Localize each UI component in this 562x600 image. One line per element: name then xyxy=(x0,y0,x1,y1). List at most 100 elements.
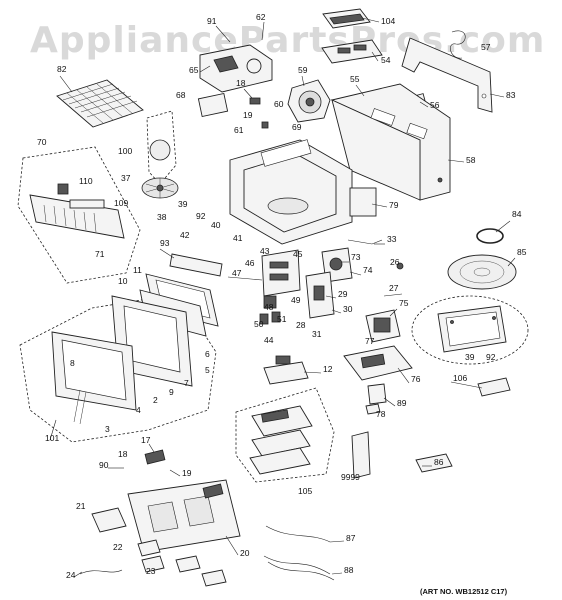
callout-label-58: 58 xyxy=(466,155,476,165)
part-33-wire xyxy=(347,239,383,245)
stirrer-fan xyxy=(141,177,179,199)
callout-label-84: 84 xyxy=(512,209,522,219)
outer-case xyxy=(330,83,451,201)
callout-label-3: 3 xyxy=(105,424,110,434)
callout-label-20: 20 xyxy=(240,548,250,558)
oven-cavity-chassis xyxy=(229,139,377,245)
part-23b-lens xyxy=(201,569,227,587)
part-50-switch xyxy=(259,313,269,325)
stirrer-cover xyxy=(149,139,171,161)
callout-label-18: 18 xyxy=(236,78,246,88)
callout-label-8: 8 xyxy=(70,358,75,368)
part-22-lens xyxy=(137,539,161,557)
base-plate-76 xyxy=(343,345,413,415)
callout-label-68: 68 xyxy=(176,90,186,100)
callout-label-75: 75 xyxy=(399,298,409,308)
callout-label-73: 73 xyxy=(351,252,361,262)
callout-label-40: 40 xyxy=(211,220,221,230)
door-panel xyxy=(51,295,193,425)
callout-label-43: 43 xyxy=(260,246,270,256)
callout-label-26: 26 xyxy=(390,257,400,267)
callout-label-86: 86 xyxy=(434,457,444,467)
callout-label-7: 7 xyxy=(184,378,189,388)
harness-87 xyxy=(265,525,331,543)
callout-label-93: 93 xyxy=(160,238,170,248)
callout-label-100: 100 xyxy=(118,146,132,156)
grille-group-outline xyxy=(17,146,141,284)
control-panel-12 xyxy=(263,355,309,385)
callout-label-44: 44 xyxy=(264,335,274,345)
callout-label-55: 55 xyxy=(350,74,360,84)
part-27-pin xyxy=(383,293,403,297)
callout-label-109: 109 xyxy=(114,198,128,208)
callout-label-59: 59 xyxy=(298,65,308,75)
literature-9999 xyxy=(351,431,371,479)
callout-label-88: 88 xyxy=(344,565,354,575)
part-23-lens xyxy=(141,555,165,573)
callout-label-42: 42 xyxy=(180,230,190,240)
part-48-switch xyxy=(263,295,277,309)
callout-label-5: 5 xyxy=(205,365,210,375)
callout-label-110: 110 xyxy=(79,176,93,186)
callout-label-56: 56 xyxy=(430,100,440,110)
callout-label-23: 23 xyxy=(146,566,156,576)
callout-label-41: 41 xyxy=(233,233,243,243)
vent-fan-motor xyxy=(199,44,273,93)
mounting-plate xyxy=(401,37,493,113)
callout-label-76: 76 xyxy=(411,374,421,384)
roller-ring xyxy=(476,228,504,244)
callout-label-17: 17 xyxy=(141,435,151,445)
grille-assembly xyxy=(29,183,125,239)
watermark-text: AppliancePartsPros.com xyxy=(30,20,545,61)
callout-label-60: 60 xyxy=(274,99,284,109)
part-21-lens xyxy=(91,507,127,533)
damper-assembly xyxy=(321,8,383,64)
callout-label-65: 65 xyxy=(189,65,199,75)
callout-label-18: 18 xyxy=(118,449,128,459)
callout-label-87: 87 xyxy=(346,533,356,543)
callout-label-19: 19 xyxy=(243,110,253,120)
callout-label-92: 92 xyxy=(486,352,496,362)
callout-label-77: 77 xyxy=(365,336,375,346)
art-number: (ART NO. WB12512 C17) xyxy=(420,587,508,596)
cavity-detail xyxy=(437,305,507,353)
callout-label-22: 22 xyxy=(113,542,123,552)
callout-label-49: 49 xyxy=(291,295,301,305)
part-26-screw xyxy=(396,262,404,270)
part-68-tray xyxy=(197,92,229,118)
leader-lines xyxy=(49,17,516,578)
callout-label-78: 78 xyxy=(376,409,386,419)
callout-label-28: 28 xyxy=(296,320,306,330)
part-109-insert xyxy=(69,199,105,209)
part-18-clip xyxy=(249,97,261,105)
part-51-switch xyxy=(271,311,281,323)
callout-label-104: 104 xyxy=(381,16,395,26)
callout-label-92: 92 xyxy=(196,211,206,221)
callout-label-38: 38 xyxy=(157,212,167,222)
harness-24 xyxy=(79,569,123,575)
callout-label-83: 83 xyxy=(506,90,516,100)
interlock-bracket xyxy=(305,271,335,319)
transformer-75 xyxy=(365,309,401,343)
wire-harness-57 xyxy=(450,30,466,59)
glass-turntable xyxy=(447,254,517,290)
callout-label-48: 48 xyxy=(264,302,274,312)
callout-label-91: 91 xyxy=(207,16,217,26)
callout-label-47: 47 xyxy=(232,268,242,278)
harness-88b xyxy=(267,561,335,581)
callout-label-89: 89 xyxy=(397,398,407,408)
callout-label-85: 85 xyxy=(517,247,527,257)
keypad-assembly xyxy=(249,405,313,475)
callout-label-51: 51 xyxy=(277,314,287,324)
part-22b-lens xyxy=(175,555,201,573)
callout-label-2: 2 xyxy=(153,395,158,405)
oven-cavity-detail-outline xyxy=(411,295,529,365)
callout-label-4: 4 xyxy=(136,405,141,415)
callout-label-106: 106 xyxy=(453,373,467,383)
callout-label-45: 45 xyxy=(293,249,303,259)
callout-label-33: 33 xyxy=(387,234,397,244)
callout-label-70: 70 xyxy=(37,137,47,147)
callout-label-62: 62 xyxy=(256,12,266,22)
